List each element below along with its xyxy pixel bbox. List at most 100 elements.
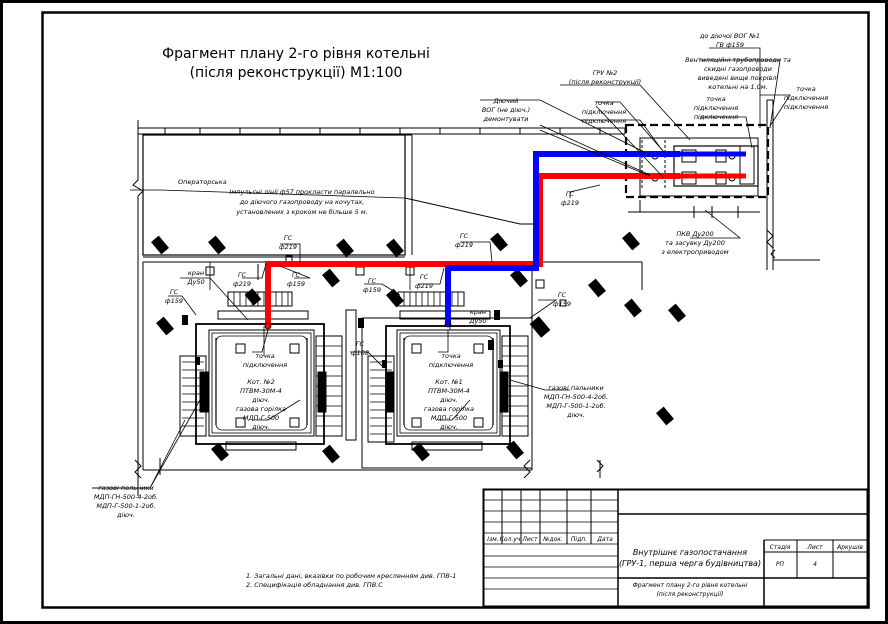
boiler-1-label-3: діюч. [439,396,458,404]
boiler-1-label-2: ПТВМ-30М-4 [428,387,470,395]
callout-gs108-1: ГС [356,340,365,348]
callout-pt-right-2: підключення [784,94,828,102]
general-note-1: 1. Загальні дані, вказівки по робочим кр… [246,572,456,580]
boiler-2-burner-2: МДП-Г-500 [243,414,279,422]
boiler-2-label-1: Кот. №2 [247,378,274,386]
callout-pt-gru-2: підключення [694,104,738,112]
annotations: Операторська Імпульсні лінії ф57 проклас… [94,32,828,589]
callout-gs219-b2-1: ГС [420,273,429,281]
callout-gru-1: ГРУ №2 [593,69,617,77]
callout-pt-right-3: підключення [784,103,828,111]
stamp-sheet-title-2: (після реконструкції) [657,591,724,598]
callout-gs159-b2-1: ГС [368,277,377,285]
stamp-project-2: (ГРУ-1, перша черга будівництва) [619,559,761,568]
callout-vent-3: виведені вище покрівлі [698,74,779,82]
room-operator: Операторська [178,178,227,186]
stamp-hdr-sheet: Лист [806,544,823,551]
stamp-project-1: Внутрішнє газопостачання [633,548,747,557]
blue-gas-pipe [445,151,680,324]
title-block [482,488,869,608]
callout-vent-1: Вентиляційні трубопроводи та [685,56,791,64]
boiler-1-pt-2: підключення [429,361,473,369]
boiler-2-pt-1: точка [255,352,275,360]
drawing-title-line2: (після реконструкції) М1:100 [190,65,403,81]
drawing-title-line1: Фрагмент плану 2-го рівня котельні [162,46,430,62]
callout-gs159-1: до діючої ВОГ №1 [699,32,760,40]
stamp-hdr-sheets: Аркушів [836,544,863,551]
stamp-sheet-title-1: Фрагмент плану 2-го рівня котельні [633,582,748,589]
callout-burners-left-4: діюч. [116,511,135,519]
stamp-col-pidp: Підп. [571,536,587,543]
floor-plan [132,99,820,496]
callout-gs219-b1-2: ф219 [233,280,251,288]
callout-burners-right-3: МДП-Г-500-1-2об. [546,402,605,410]
impulse-note-2: до діючого газопроводу на кочутах, [239,198,365,206]
stamp-val-stage: РП [776,561,785,568]
boiler-2-burner-1: газова горілка [236,405,286,413]
callout-gs159-b1-1: ГС [292,271,301,279]
stamp-val-sheet: 4 [813,561,817,568]
callout-gs159-b1-2: ф159 [287,280,305,288]
callout-gs159-far-2: ф159 [165,297,183,305]
drawing-frame [41,11,870,609]
impulse-note-1: Імпульсні лінії ф57 прокласти паралельно [229,188,374,196]
callout-pt-gru-1: точка [706,95,726,103]
stamp-col-izm: Ізм. [487,536,498,543]
stamp-col-data: Дата [596,536,613,543]
callout-gs159-right-1: ГС [558,291,567,299]
callout-burners-right-2: МДП-ГН-500-4-2об. [544,393,608,401]
gas-pipes [257,151,746,330]
boiler-1-burner-2: МДП-Г-500 [431,414,467,422]
impulse-note-3: установлених з кроком не більше 5 м. [235,208,368,216]
callout-burners-right-4: діюч. [566,411,585,419]
callout-burners-right-1: газові пальники [548,384,603,392]
stamp-col-lyst: Лист [521,536,538,543]
callout-pt-mid-1: точка [594,99,614,107]
red-gas-pipe [265,173,680,326]
boiler-1-label-1: Кот. №1 [435,378,462,386]
callout-gru-2: (після реконструкції) [569,78,641,86]
callout-gs159-right-2: ф159 [553,300,571,308]
callout-burners-left-1: газові пальники [98,484,153,492]
boiler-2-label-3: діюч. [251,396,270,404]
general-note-2: 2. Специфікація обладнання див. ГПВ.С [246,581,383,589]
callout-pkv-1: ПКВ Ду200 [676,230,713,238]
impulse-line [404,197,536,225]
callout-pt-gru-3: підключення [694,113,738,121]
boiler-1-pt-1: точка [441,352,461,360]
callout-kran-right-2: Ду50 [468,317,486,325]
callout-vog-1: Діючий [493,97,519,105]
callout-gs159-2: ГВ ф159 [716,41,744,49]
callout-kran-left-1: кран [188,269,204,277]
callout-gs159-b2-2: ф159 [363,286,381,294]
leader-lines [92,47,791,489]
callout-kran-right-1: кран [470,308,486,316]
callout-gs219-b1-1: ГС [238,271,247,279]
callout-gs219-left-1: ГС [284,234,293,242]
callout-pt-right-1: точка [796,85,816,93]
callout-vog-3: демонтувати [482,115,528,123]
callout-burners-left-3: МДП-Г-500-1-2об. [96,502,155,510]
boiler-1-burner-3: діюч. [439,423,458,431]
callout-gs219-left-2: ф219 [279,243,297,251]
callout-gs219-pipe-2: ф219 [561,199,579,207]
callout-vog-2: ВОГ (не діюч.) [482,106,530,114]
boiler-2-pt-2: підключення [243,361,287,369]
callout-pkv-3: з електроприводом [661,248,728,256]
boiler-2-burner-3: діюч. [251,423,270,431]
callout-kran-left-2: Ду50 [186,278,204,286]
stamp-col-ndok: №док. [542,536,563,543]
callout-burners-left-2: МДП-ГН-500-4-2об. [94,493,158,501]
stamp-col-kol: Кол.уч. [500,536,523,543]
callout-gs108-2: ф108 [351,349,369,357]
callout-gs219-pipe-1: ГС [566,190,575,198]
callout-pkv-2: та засувку Ду200 [665,239,725,247]
callout-pt-mid-2: підключення [582,108,626,116]
callout-vent-4: котельні на 1.0м. [708,83,767,91]
callout-gs219-b2-2: ф219 [415,282,433,290]
callout-gs219-mid-2: ф219 [455,241,473,249]
callout-gs159-far-1: ГС [170,288,179,296]
callout-vent-2: скидні газопроводи [704,65,772,73]
